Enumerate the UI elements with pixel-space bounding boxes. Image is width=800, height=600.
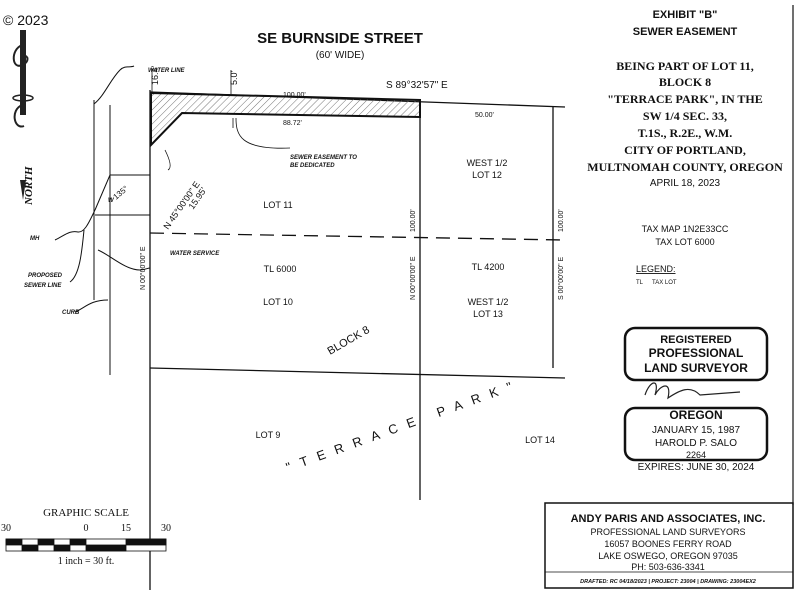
sewer-easement-area bbox=[150, 91, 421, 148]
stamp-name: HAROLD P. SALO bbox=[655, 438, 737, 449]
proposed-sewer-label-2: SEWER LINE bbox=[24, 283, 62, 289]
block-8-label: BLOCK 8 bbox=[326, 324, 372, 358]
tl-4200-label: TL 4200 bbox=[472, 262, 505, 272]
scale-ratio: 1 inch = 30 ft. bbox=[58, 556, 114, 567]
stamp-number: 2264 bbox=[686, 450, 706, 460]
north-arrow-icon bbox=[12, 30, 34, 200]
legend-title: LEGEND: bbox=[636, 264, 676, 274]
scale-bar bbox=[5, 538, 167, 552]
dim-16-4: 16.4' bbox=[150, 65, 160, 85]
desc-line: BLOCK 8 bbox=[659, 75, 711, 89]
stamp-state: OREGON bbox=[669, 408, 722, 422]
sewer-easement-label-1: SEWER EASEMENT TO bbox=[290, 155, 357, 161]
firm-block bbox=[544, 502, 794, 589]
tax-lot: TAX LOT 6000 bbox=[655, 237, 714, 247]
firm-name: ANDY PARIS AND ASSOCIATES, INC. bbox=[571, 513, 766, 525]
tl-6000-label: TL 6000 bbox=[264, 264, 297, 274]
desc-line: "TERRACE PARK", IN THE bbox=[607, 92, 763, 106]
stamp-registered: REGISTERED bbox=[660, 334, 732, 346]
stamp-professional: PROFESSIONAL bbox=[649, 346, 744, 360]
right-bearing: S 00°00'00" E bbox=[557, 256, 565, 300]
lot-13-label: LOT 13 bbox=[473, 309, 503, 319]
mid-bearing: N 00°00'00" E bbox=[409, 256, 417, 300]
dim-5-0: 5.0' bbox=[229, 70, 239, 85]
sewer-easement-label-2: BE DEDICATED bbox=[290, 163, 335, 169]
west-half-13: WEST 1/2 bbox=[468, 297, 509, 307]
scale-tick: 30 bbox=[161, 523, 171, 534]
exhibit-subject: SEWER EASEMENT bbox=[633, 26, 738, 38]
terrace-park-label: "TERRACE PARK" bbox=[284, 375, 523, 474]
curb-label: CURB bbox=[62, 310, 80, 316]
north-label: NORTH bbox=[23, 166, 35, 206]
exhibit-date: APRIL 18, 2023 bbox=[650, 178, 721, 189]
west-half-12: WEST 1/2 bbox=[467, 158, 508, 168]
lot-10-label: LOT 10 bbox=[263, 297, 293, 307]
firm-city: LAKE OSWEGO, OREGON 97035 bbox=[598, 551, 738, 561]
scale-tick: 0 bbox=[84, 523, 89, 534]
firm-address: 16057 BOONES FERRY ROAD bbox=[604, 539, 732, 549]
stamp-land-surveyor: LAND SURVEYOR bbox=[644, 361, 748, 375]
street-width: (60' WIDE) bbox=[316, 50, 365, 61]
lot-12-label: LOT 12 bbox=[472, 170, 502, 180]
street-name: SE BURNSIDE STREET bbox=[257, 30, 423, 47]
left-bearing: N 00°00'00" E bbox=[139, 246, 147, 290]
desc-line: MULTNOMAH COUNTY, OREGON bbox=[587, 160, 783, 174]
mh-label: MH bbox=[30, 236, 40, 242]
firm-tagline: PROFESSIONAL LAND SURVEYORS bbox=[590, 527, 745, 537]
lot-9-label: LOT 9 bbox=[256, 430, 281, 440]
scale-title: GRAPHIC SCALE bbox=[43, 507, 129, 519]
signature-icon bbox=[644, 382, 741, 400]
scale-tick: 30 bbox=[1, 523, 11, 534]
surveyor-stamp bbox=[623, 326, 769, 462]
proposed-sewer-label-1: PROPOSED bbox=[28, 273, 63, 279]
dim-100-top: 100.00' bbox=[283, 92, 306, 99]
dim-50: 50.00' bbox=[475, 112, 494, 119]
lot-11-label: LOT 11 bbox=[263, 200, 292, 210]
w-marker: W bbox=[108, 198, 115, 204]
dimension-ticks bbox=[151, 70, 291, 171]
bearing-top: S 89°32'57" E bbox=[386, 80, 448, 91]
desc-line: CITY OF PORTLAND, bbox=[624, 143, 746, 157]
stamp-expires: EXPIRES: JUNE 30, 2024 bbox=[638, 462, 755, 473]
utility-lines bbox=[54, 65, 151, 375]
stamp-date: JANUARY 15, 1987 bbox=[652, 425, 740, 436]
water-line-label: WATER LINE bbox=[148, 68, 186, 74]
legend-meaning: TAX LOT bbox=[652, 280, 677, 286]
desc-line: SW 1/4 SEC. 33, bbox=[643, 109, 727, 123]
desc-line: BEING PART OF LOT 11, bbox=[616, 59, 754, 73]
drawing-footer: DRAFTED: RC 04/18/2023 | PROJECT: 23004 … bbox=[580, 579, 756, 585]
legend-abbr: TL bbox=[636, 280, 644, 286]
water-service-label: WATER SERVICE bbox=[170, 251, 220, 257]
mid-length: 100.00' bbox=[410, 209, 417, 232]
right-length: 100.00' bbox=[558, 209, 565, 232]
legal-description: BEING PART OF LOT 11, BLOCK 8 "TERRACE P… bbox=[587, 59, 783, 174]
firm-phone: PH: 503-636-3341 bbox=[631, 562, 705, 572]
dim-88-72: 88.72' bbox=[283, 120, 302, 127]
angle-label: 135° bbox=[112, 184, 130, 202]
lot-14-label: LOT 14 bbox=[525, 435, 555, 445]
desc-line: T.1S., R.2E., W.M. bbox=[638, 126, 732, 140]
copyright-text: © 2023 bbox=[3, 12, 49, 28]
scale-tick: 15 bbox=[121, 523, 131, 534]
tax-map: TAX MAP 1N2E33CC bbox=[642, 224, 729, 234]
exhibit-title: EXHIBIT "B" bbox=[653, 9, 718, 21]
lot-line-dashed bbox=[149, 232, 566, 241]
